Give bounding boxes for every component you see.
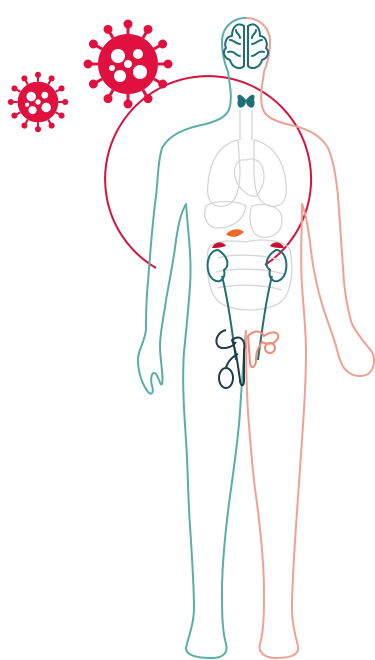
brain-icon xyxy=(224,24,268,68)
body-outline-left xyxy=(138,18,246,658)
body-outline-right xyxy=(246,18,374,658)
ring xyxy=(105,76,311,268)
thyroid-icon xyxy=(237,95,254,108)
virus-icon xyxy=(8,72,69,133)
testes-icon xyxy=(216,330,244,388)
pancreas-icon xyxy=(226,229,244,237)
uterus-icon xyxy=(248,332,278,368)
virus-icon xyxy=(84,20,173,109)
